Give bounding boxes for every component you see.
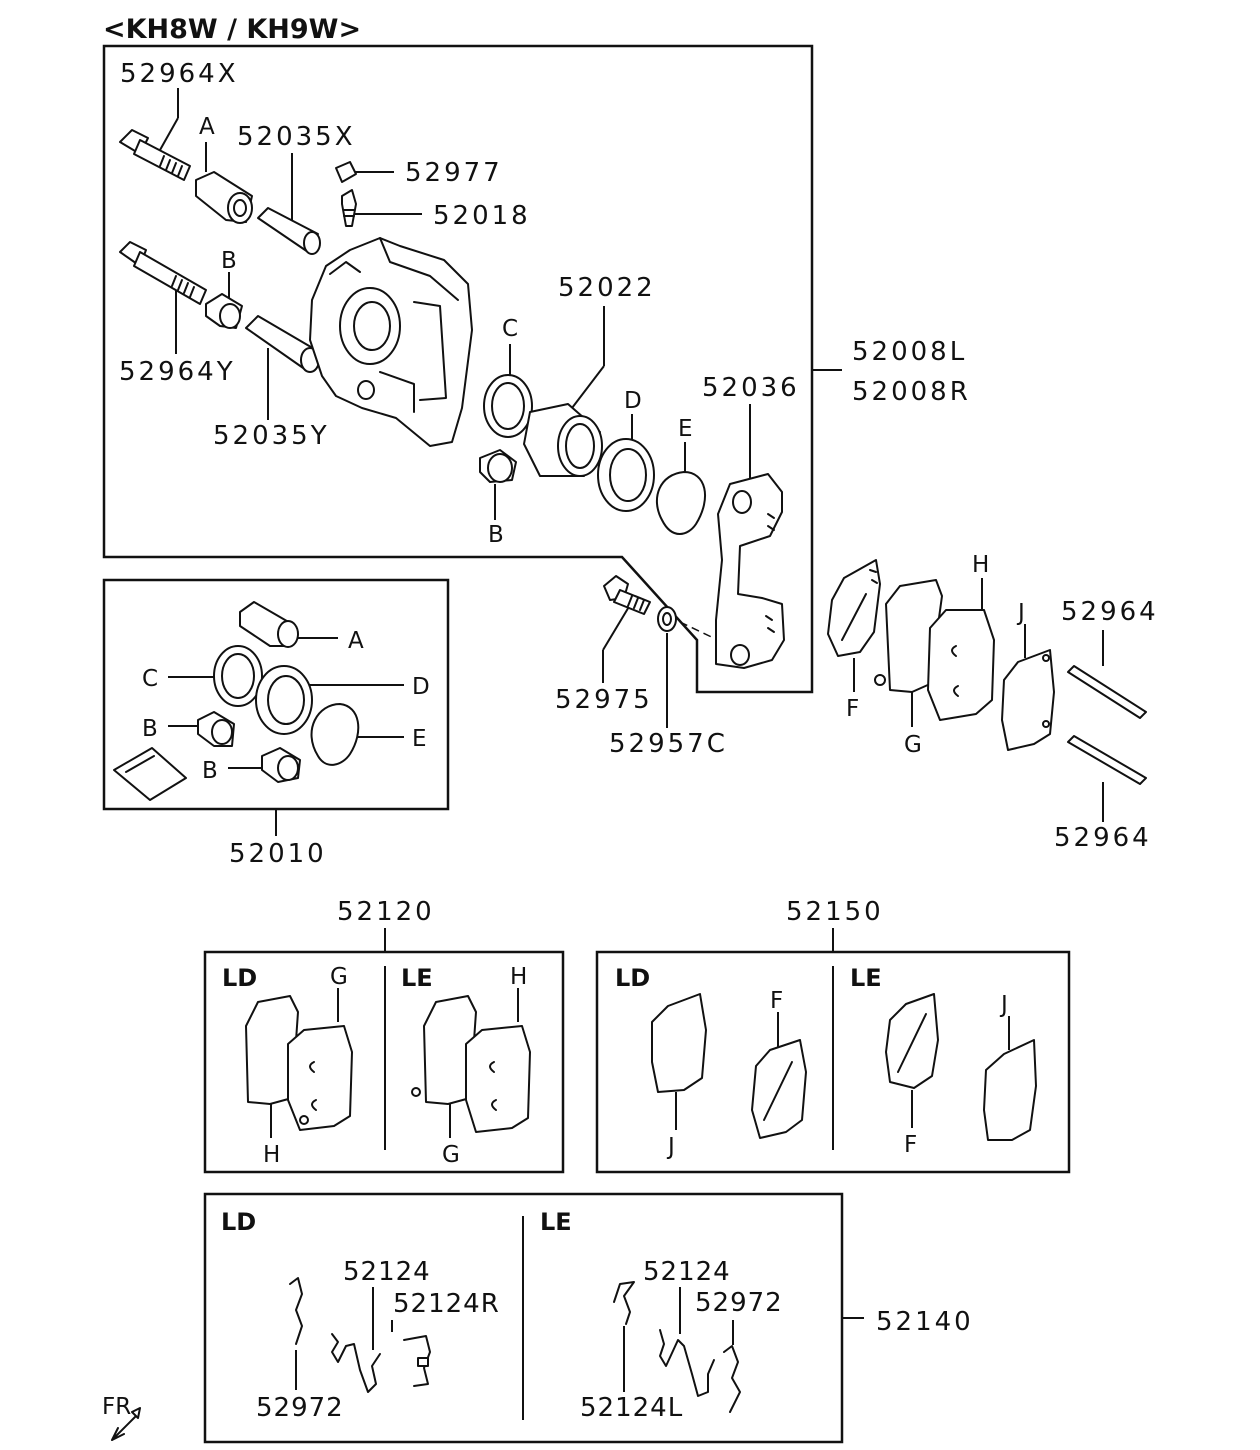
- label-52975: 52975: [555, 685, 653, 715]
- letter-h-pad: H: [510, 964, 527, 990]
- letter-h-main: H: [972, 552, 989, 578]
- ring-e: [656, 471, 706, 535]
- letter-a-top: A: [199, 114, 215, 140]
- section-clip-ld: LD: [221, 1208, 256, 1236]
- sleeve-lower: [245, 315, 320, 373]
- pad-set-ld-parts: [245, 995, 353, 1131]
- kit-boot-b-lower: [261, 747, 301, 783]
- letter-g-pad: G: [330, 964, 348, 990]
- kit-boot-a: [239, 601, 299, 648]
- piston-seal-c: [483, 374, 533, 438]
- label-52964-lower: 52964: [1054, 823, 1152, 853]
- letter-a-kit: A: [348, 628, 364, 654]
- shim-set-ld-parts: [651, 993, 807, 1139]
- label-52018: 52018: [433, 201, 531, 231]
- letter-c-top: C: [502, 316, 518, 342]
- section-pad-ld: LD: [222, 964, 257, 992]
- letter-h-pad-lower: H: [263, 1142, 280, 1168]
- letter-b-lower: B: [488, 522, 504, 548]
- letter-g-pad-lower: G: [442, 1142, 460, 1168]
- section-shim-le: LE: [850, 964, 882, 992]
- pad-set-le-parts: [411, 995, 531, 1133]
- letter-c-kit: C: [142, 666, 158, 692]
- label-52022: 52022: [558, 273, 656, 303]
- caliper-body: [309, 237, 473, 447]
- letter-e-top: E: [678, 416, 693, 442]
- label-52036: 52036: [702, 373, 800, 403]
- label-52150: 52150: [786, 897, 884, 927]
- guide-bolt-lower: [119, 241, 207, 305]
- kit-ring-e: [310, 703, 360, 766]
- label-52972-ld: 52972: [256, 1393, 344, 1423]
- section-pad-le: LE: [401, 964, 433, 992]
- kit-boot-d: [255, 665, 313, 735]
- letter-j-main: J: [1016, 600, 1025, 626]
- label-52008l: 52008L: [852, 337, 967, 367]
- label-52124r: 52124R: [393, 1289, 500, 1319]
- boot-b-top: [205, 293, 243, 329]
- boot-b-lower: [479, 449, 517, 483]
- shim-f: [827, 559, 881, 657]
- piston-boot-d: [597, 438, 655, 512]
- label-52957c: 52957C: [609, 729, 728, 759]
- pad-pin-upper: [1067, 665, 1147, 719]
- label-52010: 52010: [229, 839, 327, 869]
- diagram-title: <KH8W / KH9W>: [103, 14, 361, 45]
- label-52124l: 52124L: [580, 1393, 683, 1423]
- letter-b-kit-upper: B: [142, 716, 158, 742]
- letter-f-shim: F: [770, 988, 783, 1014]
- pad-h: [927, 609, 995, 721]
- label-52124-le: 52124: [643, 1257, 731, 1287]
- letter-b-kit-lower: B: [202, 758, 218, 784]
- kit-boot-b-upper: [197, 711, 235, 747]
- kit-seal-c: [213, 645, 263, 707]
- label-52035y: 52035Y: [213, 421, 330, 451]
- letter-e-kit: E: [412, 726, 427, 752]
- section-clip-le: LE: [540, 1208, 572, 1236]
- letter-j-shim: J: [999, 992, 1008, 1018]
- section-shim-ld: LD: [615, 964, 650, 992]
- label-52124-ld: 52124: [343, 1257, 431, 1287]
- label-52964y: 52964Y: [119, 357, 236, 387]
- label-52008r: 52008R: [852, 377, 971, 407]
- grease-packet: [113, 747, 187, 801]
- letter-f-main: F: [846, 696, 859, 722]
- letter-f-shim-lower: F: [904, 1132, 917, 1158]
- label-52035x: 52035X: [237, 122, 356, 152]
- label-52964x: 52964X: [120, 59, 239, 89]
- clip-set-ld-parts: [289, 1277, 431, 1393]
- guide-bolt-upper: [119, 129, 191, 181]
- sleeve-upper: [257, 207, 321, 255]
- label-52972-le: 52972: [695, 1288, 783, 1318]
- caliper-support: [715, 473, 785, 669]
- label-52964-upper: 52964: [1061, 597, 1159, 627]
- pad-pin-lower: [1067, 735, 1147, 785]
- washer: [657, 606, 677, 632]
- support-bolt: [603, 575, 651, 615]
- bleeder-screw: [341, 189, 357, 227]
- boot-a-top: [195, 171, 253, 224]
- letter-b-top: B: [221, 248, 237, 274]
- front-marker: FR: [102, 1394, 131, 1420]
- label-52120: 52120: [337, 897, 435, 927]
- label-52977: 52977: [405, 158, 503, 188]
- front-arrow-icon: [111, 1407, 141, 1441]
- piston: [523, 403, 603, 477]
- cap: [335, 161, 357, 183]
- letter-g-main: G: [904, 732, 922, 758]
- letter-d-top: D: [624, 388, 642, 414]
- caliper-assembly-frame: [102, 44, 814, 694]
- clip-set-le-parts: [613, 1281, 741, 1413]
- label-52140: 52140: [876, 1307, 974, 1337]
- leader-lines: [159, 88, 1104, 1392]
- letter-j-shim-lower: J: [666, 1134, 675, 1160]
- shim-set-le-parts: [885, 993, 1037, 1141]
- shim-j: [1001, 649, 1055, 751]
- letter-d-kit: D: [412, 674, 430, 700]
